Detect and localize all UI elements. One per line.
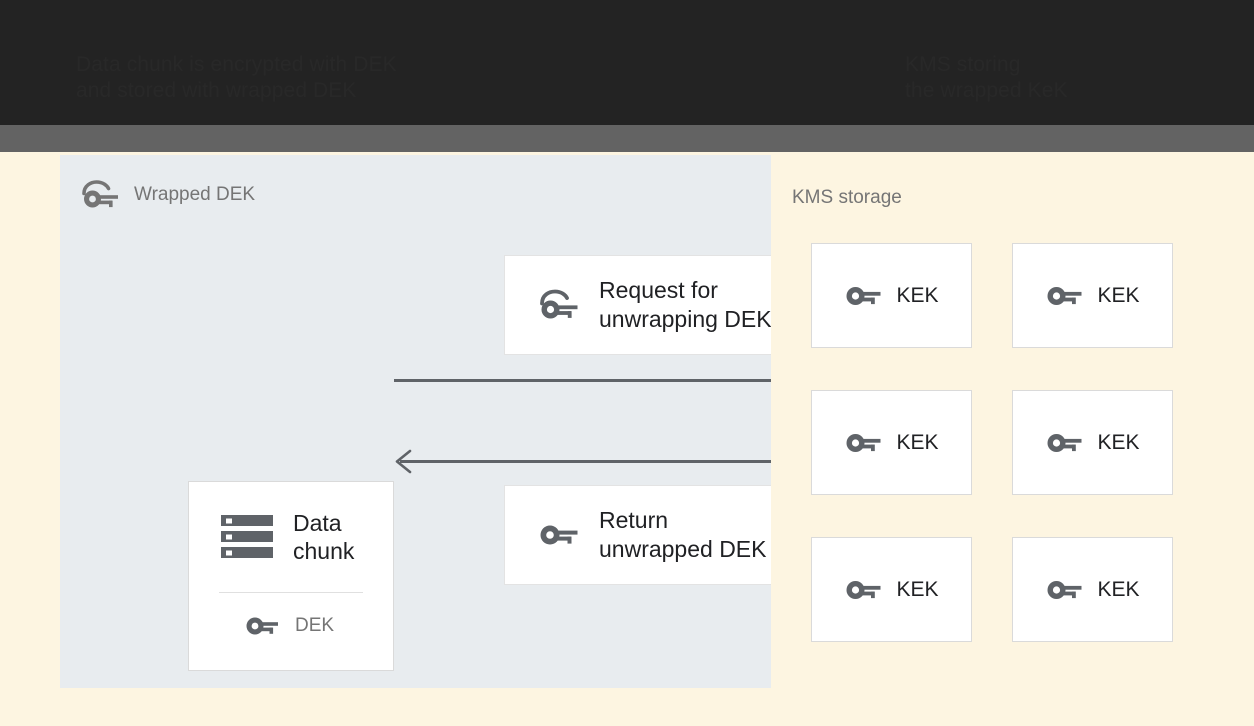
kek-label: KEK <box>896 430 939 454</box>
server-stack-icon <box>219 512 275 562</box>
top-dark-banner-bar <box>0 0 1254 125</box>
wrapped-key-icon <box>537 289 579 321</box>
dek-label: DEK <box>295 615 335 636</box>
wrapped-key-icon <box>80 180 120 210</box>
kek-label: KEK <box>896 577 939 601</box>
kek-card[interactable]: KEK <box>811 243 972 348</box>
return-message-band: Return unwrapped DEK <box>504 485 771 585</box>
kek-grid: KEK KEK <box>811 243 1173 642</box>
wrapped-dek-panel-header: Wrapped DEK <box>80 180 255 210</box>
key-icon <box>537 521 579 549</box>
kek-card[interactable]: KEK <box>1012 390 1173 495</box>
return-unwrapped-label: Return unwrapped DEK <box>599 507 767 562</box>
data-chunk-card[interactable]: Data chunk DEK <box>188 481 394 671</box>
key-icon <box>245 614 279 638</box>
kek-label: KEK <box>1097 577 1140 601</box>
kek-card[interactable]: KEK <box>1012 243 1173 348</box>
data-chunk-label: Data chunk <box>293 510 355 564</box>
key-icon <box>844 283 882 309</box>
key-icon <box>1045 430 1083 456</box>
request-unwrap-card[interactable]: Request for unwrapping DEK <box>504 255 771 355</box>
kek-label: KEK <box>1097 283 1140 307</box>
key-icon <box>844 577 882 603</box>
dek-row: DEK <box>245 614 334 638</box>
key-icon <box>1045 577 1083 603</box>
request-arrow-line <box>394 379 771 382</box>
kek-card[interactable]: KEK <box>1012 537 1173 642</box>
return-arrow-head-icon <box>394 449 412 474</box>
banner-caption-left: Data chunk is encrypted with DEK and sto… <box>76 53 397 102</box>
diagram-canvas: Wrapped DEK Data chunk <box>0 152 1254 726</box>
client-side-panel: Wrapped DEK Data chunk <box>60 155 771 688</box>
kek-card[interactable]: KEK <box>811 390 972 495</box>
key-icon <box>1045 283 1083 309</box>
top-grey-banner-bar <box>0 125 1254 152</box>
kms-storage-title: KMS storage <box>792 187 902 208</box>
return-arrow-line <box>400 460 771 463</box>
wrapped-dek-panel-title: Wrapped DEK <box>134 184 256 205</box>
request-message-band: Request for unwrapping DEK <box>504 255 771 355</box>
key-icon <box>844 430 882 456</box>
banner-caption-right: KMS storing the wrapped KeK <box>905 53 1068 102</box>
kms-storage-panel: KMS storage KEK <box>771 155 1254 688</box>
kek-label: KEK <box>896 283 939 307</box>
request-unwrap-label: Request for unwrapping DEK <box>599 277 771 332</box>
kek-label: KEK <box>1097 430 1140 454</box>
return-unwrapped-card[interactable]: Return unwrapped DEK <box>504 485 771 585</box>
data-chunk-divider <box>219 592 363 593</box>
data-chunk-row: Data chunk <box>219 509 354 565</box>
kek-card[interactable]: KEK <box>811 537 972 642</box>
